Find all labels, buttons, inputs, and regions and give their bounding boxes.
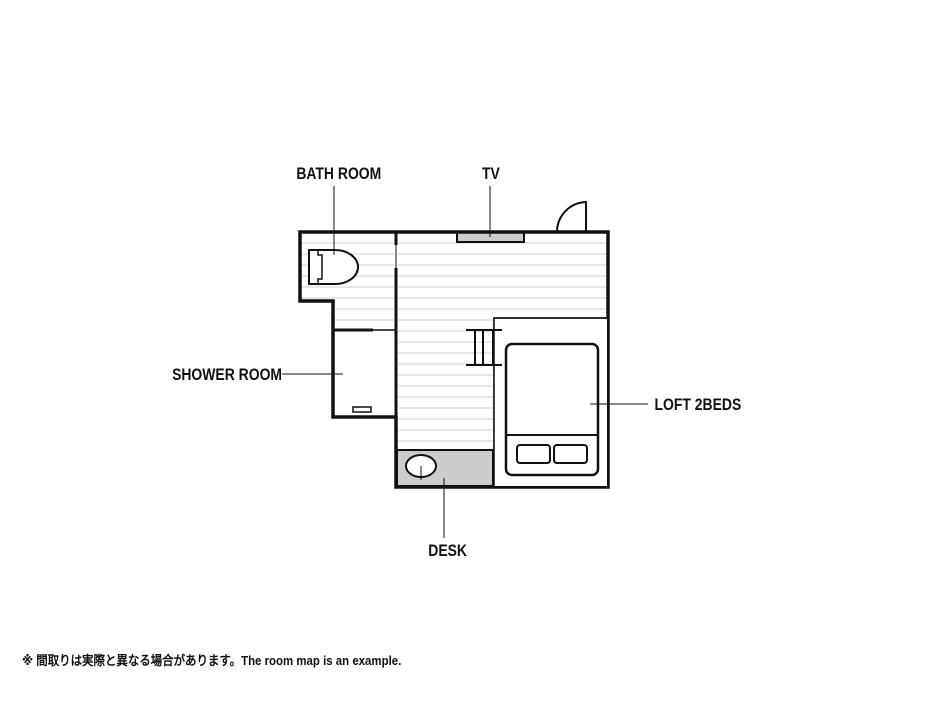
loft-label: LOFT 2BEDS	[654, 395, 742, 414]
disclaimer-note: ※ 間取りは実際と異なる場合があります。The room map is an e…	[22, 653, 402, 668]
leader-lines	[282, 186, 648, 538]
pillow	[553, 444, 588, 464]
floor-hatching	[302, 242, 606, 442]
door-swing	[556, 200, 587, 233]
bed	[504, 342, 600, 477]
desk-label: DESK	[428, 541, 467, 560]
ladder	[466, 329, 502, 366]
toilet	[308, 249, 359, 285]
shower-room-label: SHOWER ROOM	[172, 365, 283, 384]
shower-head	[352, 406, 372, 413]
pillow	[516, 444, 551, 464]
tv-label: TV	[481, 164, 500, 183]
bath-room-label: BATH ROOM	[296, 164, 382, 183]
